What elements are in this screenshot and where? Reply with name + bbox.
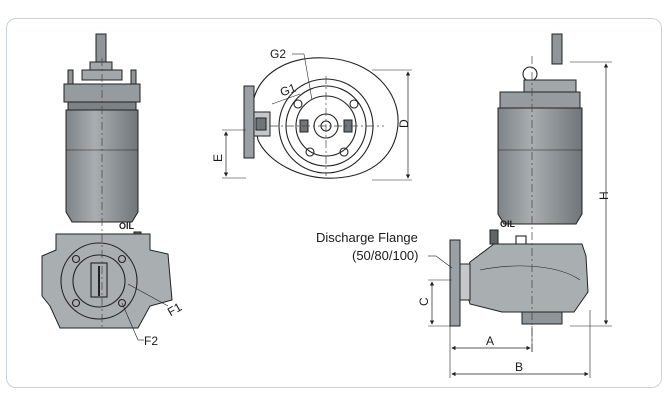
oil-label-right: OIL: [500, 219, 516, 229]
label-g1: G1: [278, 81, 298, 100]
front-view: OIL F1 F2: [41, 33, 184, 348]
cable-top: [95, 33, 107, 67]
side-motor-body: [497, 107, 583, 225]
label-b: B: [515, 360, 523, 374]
label-f1: F1: [165, 300, 184, 319]
front-flange: [60, 242, 138, 320]
side-view: OIL H C A B Discharge Flange (50/80/100): [316, 33, 612, 378]
label-d: D: [397, 119, 411, 128]
side-volute: [463, 243, 589, 313]
top-view: G2 G1 D E: [211, 47, 412, 181]
label-c: C: [417, 297, 431, 306]
label-a: A: [486, 334, 494, 348]
volute-outline: [251, 57, 399, 179]
top-flange: [243, 85, 255, 159]
label-f2: F2: [144, 334, 158, 348]
label-g2: G2: [270, 47, 286, 61]
side-motor-cap: [499, 91, 581, 109]
side-discharge-flange: [449, 239, 461, 327]
label-e: E: [211, 154, 225, 162]
discharge-flange-sizes: (50/80/100): [352, 248, 419, 263]
oil-label-left: OIL: [119, 221, 135, 231]
label-h: H: [597, 191, 611, 200]
discharge-flange-label: Discharge Flange: [316, 230, 418, 245]
